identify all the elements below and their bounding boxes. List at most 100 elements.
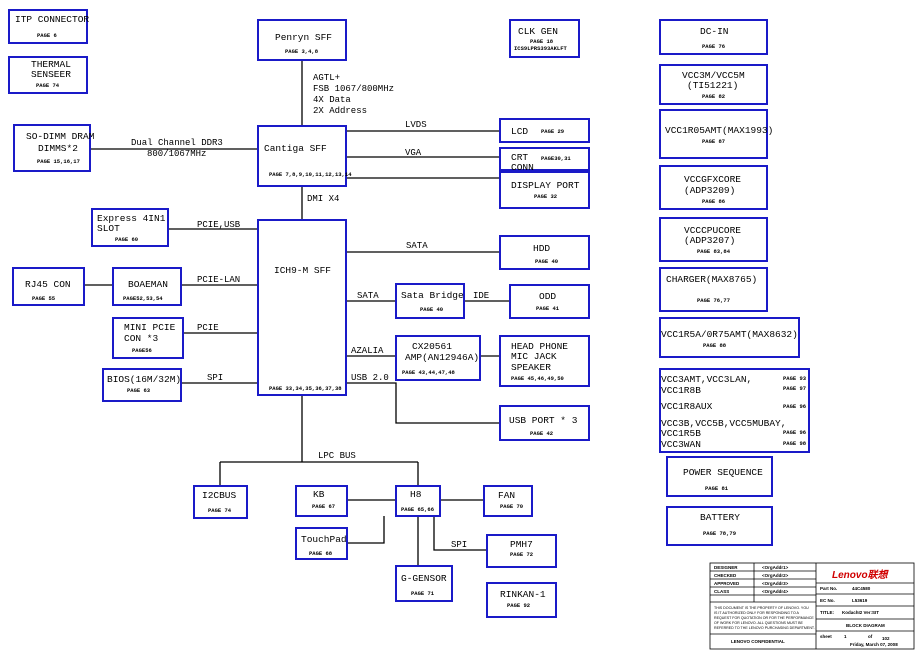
sheet-label: sheet: [820, 634, 832, 639]
lcd-block: LCD PAGE 29: [499, 118, 590, 143]
usb-port-title: USB PORT * 3: [509, 415, 578, 426]
mini-pcie-block: MINI PCIE CON *3 PAGE56: [112, 317, 184, 359]
dmi-label: DMI X4: [307, 194, 339, 204]
battery-title: BATTERY: [700, 512, 740, 523]
penryn-page: PAGE 3,4,8: [285, 48, 319, 55]
kb-page: PAGE 67: [312, 503, 335, 510]
g-gensor-page: PAGE 71: [411, 590, 435, 597]
cantiga-block: Cantiga SFF PAGE 7,8,9,10,11,12,13,14: [257, 125, 352, 187]
vcc-group-page-6: PAGE 98: [783, 440, 807, 447]
boaeman-title: BOAEMAN: [128, 279, 168, 290]
sheet-value: 1: [844, 634, 847, 639]
vccgfx-title-1: VCCGFXCORE: [684, 174, 741, 185]
ich9m-title: ICH9-M SFF: [274, 265, 331, 276]
battery-block: BATTERY PAGE 78,79: [666, 506, 773, 546]
so-dimm-title-2: DIMMS*2: [38, 143, 78, 154]
sata-bridge-block: Sata Bridge PAGE 40: [395, 283, 465, 319]
title-label: TITLE:: [820, 610, 834, 615]
penryn-title: Penryn SFF: [275, 32, 332, 43]
note-line-4: OF WORK FOR LENOVO. ALL QUESTIONS MUST B…: [714, 621, 803, 625]
dc-in-title: DC-IN: [700, 26, 729, 37]
vcc1r05-block: VCC1R05AMT(MAX1993) PAGE 87: [659, 109, 773, 159]
i2cbus-page: PAGE 74: [208, 507, 232, 514]
sata-bridge-page: PAGE 40: [420, 306, 443, 313]
of-value: 102: [882, 636, 890, 641]
note-line-5: REFERRED TO THE LENOVO PURCHASING DEPART…: [714, 626, 815, 630]
part-no-label: Part No.: [820, 586, 837, 591]
cantiga-title: Cantiga SFF: [264, 143, 327, 154]
vcc1r5a-page: PAGE 88: [703, 342, 727, 349]
document-name: BLOCK DIAGRAM: [846, 623, 885, 628]
itp-connector-page: PAGE 6: [37, 32, 57, 39]
part-no-value: 44C4580: [852, 586, 871, 591]
mini-pcie-title-1: MINI PCIE: [124, 322, 176, 333]
bios-title: BIOS(16M/32M): [107, 374, 181, 385]
class-value: <OrgAddr4>: [762, 589, 789, 594]
display-port-block: DISPLAY PORT PAGE 32: [499, 171, 590, 209]
thermal-senseer-title-1: THERMAL: [31, 59, 71, 70]
pcie-usb-label: PCIE,USB: [197, 220, 241, 230]
usb-port-page: PAGE 42: [530, 430, 553, 437]
headphone-title-1: HEAD PHONE: [511, 341, 568, 352]
ide-label: IDE: [473, 291, 489, 301]
i2cbus-block: I2CBUS PAGE 74: [193, 485, 248, 519]
g-gensor-title: G-GENSOR: [401, 573, 447, 584]
designer-value: <OrgAddr1>: [762, 565, 789, 570]
crt-block: CRT CONN PAGE30,31: [499, 147, 590, 173]
sheet-date: Friday, March 07, 2008: [850, 642, 898, 647]
touchpad-title: TouchPad: [301, 534, 347, 545]
h8-block: H8 PAGE 65,66: [395, 485, 441, 517]
touchpad-block: TouchPad PAGE 68: [295, 527, 348, 560]
checked-value: <OrgAddr2>: [762, 573, 789, 578]
pmh7-page: PAGE 72: [510, 551, 533, 558]
headphone-page: PAGE 45,46,49,50: [511, 375, 564, 382]
ich9m-block: ICH9-M SFF PAGE 33,34,35,36,37,38: [257, 219, 347, 396]
kb-block: KB PAGE 67: [295, 485, 348, 517]
vcccpu-page: PAGE 83,84: [697, 248, 731, 255]
power-sequence-title: POWER SEQUENCE: [683, 467, 763, 478]
headphone-title-2: MIC JACK: [511, 351, 557, 362]
fsb-label-4: 2X Address: [313, 106, 367, 116]
of-label: of: [868, 634, 873, 639]
approved-value: <OrgAddr3>: [762, 581, 789, 586]
lenovo-logo: Lenovo联想: [832, 569, 890, 581]
itp-connector-title: ITP CONNECTOR: [15, 14, 89, 25]
touchpad-page: PAGE 68: [309, 550, 333, 557]
confidential-label: LENOVO CONFIDENTIAL: [731, 639, 785, 644]
vcccpu-block: VCCCPUCORE (ADP3207) PAGE 83,84: [659, 217, 768, 262]
fsb-label-3: 4X Data: [313, 95, 351, 105]
vga-label: VGA: [405, 148, 422, 158]
bios-block: BIOS(16M/32M) PAGE 63: [102, 368, 182, 402]
rj45-title: RJ45 CON: [25, 279, 71, 290]
fsb-label-2: FSB 1067/800MHz: [313, 84, 394, 94]
vcc-group-page-2: PAGE 97: [783, 385, 806, 392]
cx20561-title-1: CX20561: [412, 341, 452, 352]
penryn-block: Penryn SFF PAGE 3,4,8: [257, 19, 347, 61]
fsb-label-1: AGTL+: [313, 73, 340, 83]
rinkan-page: PAGE 92: [507, 602, 530, 609]
display-port-page: PAGE 32: [534, 193, 557, 200]
vcc1r05-page: PAGE 87: [702, 138, 725, 145]
i2cbus-title: I2CBUS: [202, 490, 237, 501]
dc-in-block: DC-IN PAGE 76: [659, 19, 768, 55]
odd-page: PAGE 41: [536, 305, 560, 312]
clk-gen-part: ICS9LPRS393AKLFT: [514, 45, 568, 52]
odd-block: ODD PAGE 41: [509, 284, 590, 319]
ddr-label-1: Dual Channel DDR3: [131, 138, 223, 148]
charger-block: CHARGER(MAX8765) PAGE 76,77: [659, 267, 768, 312]
checked-label: CHECKED: [714, 573, 737, 578]
express-block: Express 4IN1 SLOT PAGE 60: [91, 208, 169, 247]
lpc-bus-label: LPC BUS: [318, 451, 356, 461]
thermal-senseer-block: THERMAL SENSEER PAGE 74: [8, 56, 88, 94]
vcccpu-title-1: VCCCPUCORE: [684, 225, 741, 236]
spi-label-2: SPI: [451, 540, 467, 550]
express-page: PAGE 60: [115, 236, 138, 243]
vcc-group-page-5: PAGE 96: [783, 429, 806, 436]
vcc-group-line-3: VCC1R8AUX: [661, 401, 713, 412]
vcc-group-line-1: VCC3AMT,VCC3LAN,: [661, 374, 752, 385]
pcie-label: PCIE: [197, 323, 219, 333]
link-labels: AGTL+ FSB 1067/800MHz 4X Data 2X Address…: [131, 73, 489, 550]
hdd-title: HDD: [533, 243, 550, 254]
ec-no-value: L53619: [852, 598, 868, 603]
h8-title: H8: [410, 489, 422, 500]
